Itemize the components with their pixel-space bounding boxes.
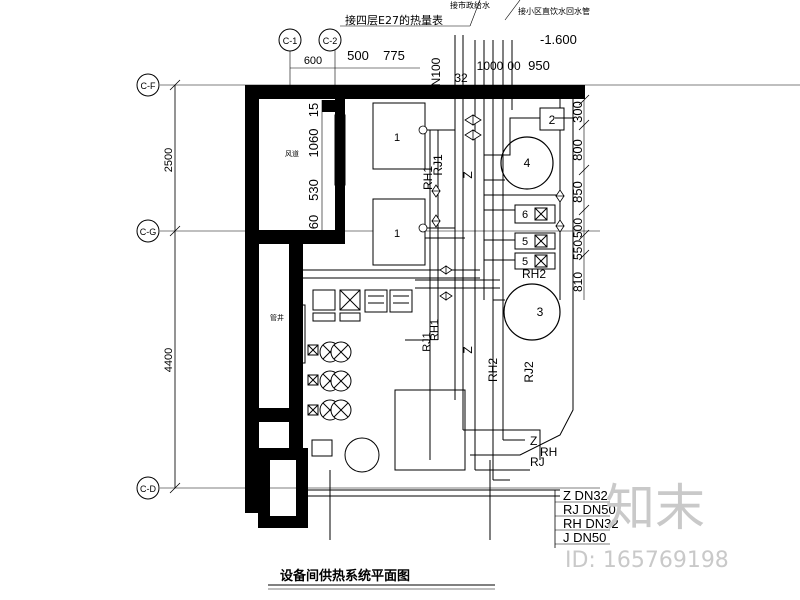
svg-text:RH2: RH2 xyxy=(486,358,500,382)
fan-units xyxy=(307,341,352,457)
svg-text:Z: Z xyxy=(461,346,475,353)
room-label-top: 风道 xyxy=(285,149,299,158)
control-boxes xyxy=(312,289,413,322)
watermark: 知末 ID: 165769198 xyxy=(565,479,729,573)
svg-text:C-1: C-1 xyxy=(283,36,298,46)
svg-text:接小区直饮水回水管: 接小区直饮水回水管 xyxy=(518,6,590,16)
item-5b-box: 5 xyxy=(514,252,556,270)
item-5a-box: 5 xyxy=(514,232,556,250)
svg-text:RH2: RH2 xyxy=(522,267,546,281)
svg-text:RJ1: RJ1 xyxy=(431,154,445,176)
svg-text:RH1: RH1 xyxy=(421,166,435,190)
walls xyxy=(245,85,585,528)
pipes xyxy=(405,35,573,481)
svg-text:32: 32 xyxy=(454,71,468,85)
axis-bubble-c1: C-1 xyxy=(278,28,302,52)
legend-item: RJ DN50 xyxy=(563,502,616,517)
svg-text:接市政给水: 接市政给水 xyxy=(450,0,490,10)
svg-text:530: 530 xyxy=(306,179,321,201)
svg-text:C-F: C-F xyxy=(141,81,156,91)
svg-text:15: 15 xyxy=(306,103,321,117)
legend-item: J DN50 xyxy=(563,530,606,545)
room-label-mid: 管井 xyxy=(270,313,284,322)
svg-text:接四层E27的热量表: 接四层E27的热量表 xyxy=(345,13,443,27)
svg-text:3: 3 xyxy=(537,305,544,319)
svg-text:Z: Z xyxy=(461,171,475,178)
svg-text:500: 500 xyxy=(347,48,369,63)
svg-text:RJ: RJ xyxy=(530,455,545,469)
svg-text:300: 300 xyxy=(570,101,585,123)
legend-item: RH DN32 xyxy=(563,516,619,531)
valves xyxy=(418,114,565,301)
svg-text:775: 775 xyxy=(383,48,405,63)
tank-1-lower: 1 xyxy=(372,198,426,266)
top-notes: 接四层E27的热量表 接市政给水 接小区直饮水回水管 -1.600 xyxy=(340,0,590,47)
svg-text:4400: 4400 xyxy=(163,348,175,372)
svg-text:1000: 1000 xyxy=(477,59,504,73)
svg-text:C-D: C-D xyxy=(140,484,156,494)
svg-text:5: 5 xyxy=(522,236,528,248)
item-2-box: 2 xyxy=(539,107,565,131)
svg-text:800: 800 xyxy=(570,139,585,161)
svg-text:RJ1: RJ1 xyxy=(421,332,433,352)
svg-text:RJ2: RJ2 xyxy=(522,361,536,383)
pipe-legend: Z DN32 RJ DN50 RH DN32 J DN50 xyxy=(554,488,619,548)
svg-text:-1.600: -1.600 xyxy=(540,32,577,47)
svg-text:850: 850 xyxy=(570,181,585,203)
axis-bubble-c2: C-2 xyxy=(318,28,342,52)
axis-bubble-cf: C-F xyxy=(136,73,160,97)
svg-text:Z: Z xyxy=(530,434,537,448)
svg-text:550: 550 xyxy=(571,240,585,260)
legend-item: Z DN32 xyxy=(563,488,608,503)
left-dimensions: 2500 4400 xyxy=(163,79,181,494)
svg-text:5: 5 xyxy=(522,256,528,268)
inner-dimensions: 15 1060 530 60 xyxy=(306,100,323,230)
svg-text:设备间供热系统平面图: 设备间供热系统平面图 xyxy=(280,568,410,584)
svg-text:C-G: C-G xyxy=(140,227,157,237)
svg-text:1: 1 xyxy=(394,132,400,144)
watermark-logo: 知末 xyxy=(605,479,705,537)
round-tank xyxy=(344,437,380,473)
svg-text:60: 60 xyxy=(306,215,321,229)
watermark-id: ID: 165769198 xyxy=(565,548,729,573)
svg-text:600: 600 xyxy=(304,55,322,67)
svg-text:RH: RH xyxy=(540,445,557,459)
svg-text:RH1: RH1 xyxy=(429,319,441,341)
door-window-top xyxy=(334,114,346,186)
svg-text:2: 2 xyxy=(549,113,556,127)
svg-text:500: 500 xyxy=(571,218,585,238)
top-dimensions: 600 500 775 32 1000 00 950 N100 xyxy=(290,48,550,86)
svg-text:4: 4 xyxy=(524,156,531,170)
pump-4: 4 xyxy=(500,136,554,190)
pipe-labels: RH1 RJ1 RH1 RJ1 RH2 RJ2 RH2 Z Z RJ RH Z xyxy=(421,154,557,469)
right-dimensions: 300 800 850 500 550 810 xyxy=(570,94,590,300)
svg-text:2500: 2500 xyxy=(163,148,175,172)
svg-text:1060: 1060 xyxy=(306,129,321,158)
svg-text:6: 6 xyxy=(522,209,528,221)
door-window-mid xyxy=(296,304,306,364)
svg-text:00: 00 xyxy=(507,59,521,73)
svg-text:950: 950 xyxy=(528,58,550,73)
pump-3: 3 xyxy=(503,283,561,341)
axis-bubble-cd: C-D xyxy=(136,476,160,500)
tank-1-upper: 1 xyxy=(372,102,426,170)
svg-text:1: 1 xyxy=(394,228,400,240)
axis-bubble-cg: C-G xyxy=(136,219,160,243)
item-6-box: 6 xyxy=(514,204,556,224)
svg-text:810: 810 xyxy=(571,272,585,292)
svg-text:N100: N100 xyxy=(429,57,443,86)
drawing-title: 设备间供热系统平面图 xyxy=(268,568,495,590)
svg-text:C-2: C-2 xyxy=(323,36,338,46)
